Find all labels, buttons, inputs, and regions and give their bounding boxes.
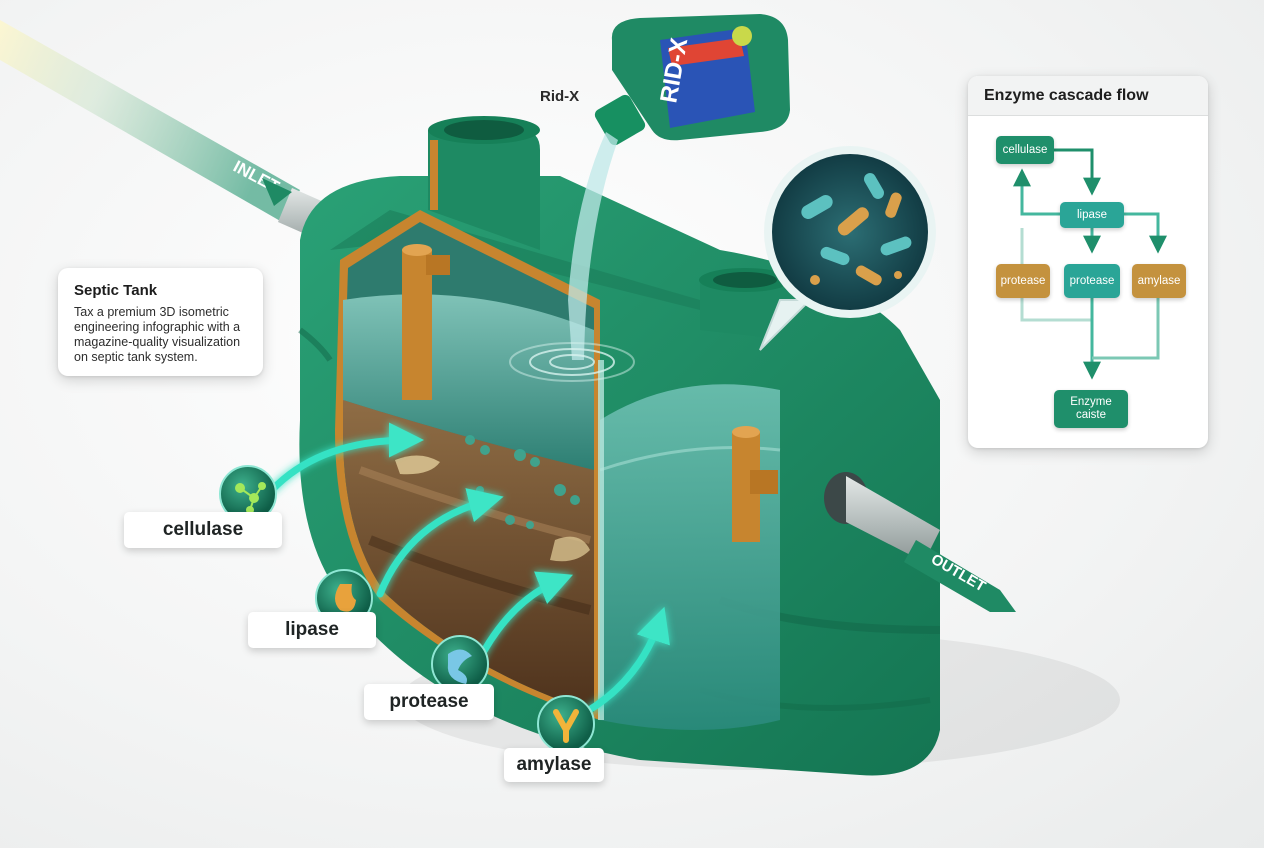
amylase-arrow bbox=[582, 606, 670, 716]
protease-arrow bbox=[474, 571, 573, 666]
outlet-pipe bbox=[824, 472, 1016, 612]
flow-panel-title: Enzyme cascade flow bbox=[968, 76, 1208, 116]
internal-inlet-tee bbox=[402, 244, 450, 400]
enzyme-cascade-flow-panel: Enzyme cascade flow cellulase lipase pro… bbox=[968, 76, 1208, 448]
tank-lid-left bbox=[428, 116, 540, 250]
edge-amylase-result bbox=[1092, 298, 1160, 360]
flow-connectors bbox=[1013, 148, 1167, 380]
flow-node-lipase: lipase bbox=[1060, 202, 1124, 228]
cellulase-arrow bbox=[268, 422, 424, 494]
water-ripples bbox=[509, 342, 635, 382]
info-card-description: Tax a premium 3D isometric engineering i… bbox=[74, 305, 241, 364]
internal-outlet-tee bbox=[732, 426, 778, 542]
bacteria-magnifier bbox=[759, 146, 936, 351]
flow-node-protease-left: protease bbox=[996, 264, 1050, 298]
lipase-label: lipase bbox=[248, 612, 376, 648]
flow-node-protease-mid: protease bbox=[1064, 264, 1120, 298]
rid-x-bottle bbox=[594, 14, 790, 146]
cellulase-label: cellulase bbox=[124, 512, 282, 548]
edge-cellulase-lipase bbox=[1054, 148, 1101, 196]
septic-tank-info-card: Septic Tank Tax a premium 3D isometric e… bbox=[58, 268, 263, 376]
tank-second-chamber bbox=[598, 360, 781, 730]
edge-lipase-cellulase bbox=[1013, 168, 1060, 216]
info-card-title: Septic Tank bbox=[74, 282, 158, 299]
tank-lid-right bbox=[699, 268, 791, 340]
lipase-arrow bbox=[376, 488, 504, 598]
starch-icon bbox=[537, 695, 595, 753]
inlet-pipe bbox=[0, 20, 360, 252]
inlet-arrow-icon bbox=[262, 178, 292, 206]
flow-node-result: Enzyme caiste bbox=[1054, 390, 1128, 428]
edge-protease-left-result bbox=[1020, 298, 1094, 376]
amylase-label: amylase bbox=[504, 748, 604, 782]
sludge-layer bbox=[343, 400, 594, 712]
protease-label: protease bbox=[364, 684, 494, 720]
rid-x-label: Rid-X bbox=[540, 88, 580, 105]
pour-stream bbox=[568, 132, 618, 360]
tank-cutaway bbox=[335, 210, 600, 720]
flow-node-cellulase: cellulase bbox=[996, 136, 1054, 164]
edge-lipase-amylase bbox=[1124, 212, 1167, 254]
flow-node-amylase: amylase bbox=[1132, 264, 1186, 298]
